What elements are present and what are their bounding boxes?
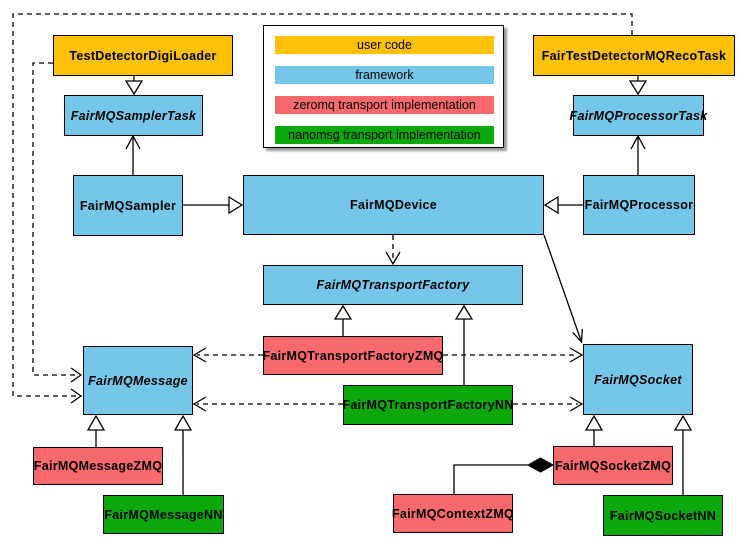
edge-association-processor-processortask — [630, 134, 646, 175]
class-box-fairmqprocessor: FairMQProcessor — [583, 175, 695, 235]
class-label: FairMQMessageNN — [104, 507, 223, 522]
edge-inheritance-socketnn-socket — [673, 414, 693, 495]
class-box-fairmqmessagenn: FairMQMessageNN — [103, 495, 224, 534]
edge-dependency-recotask-message — [12, 13, 633, 404]
legend-item-nanomsg: nanomsg transport implementation — [275, 126, 494, 144]
class-box-fairtestdetectormqrecotask: FairTestDetectorMQRecoTask — [533, 35, 735, 76]
class-box-fairmqtransportfactoryzmq: FairMQTransportFactoryZMQ — [262, 336, 444, 375]
edge-dependency-transportfactoryzmq-message — [192, 347, 263, 363]
edge-inheritance-transportfactorynn-transportfactory — [454, 304, 474, 385]
class-label: FairTestDetectorMQRecoTask — [541, 48, 727, 63]
class-label: FairMQSocketZMQ — [554, 458, 672, 473]
class-box-fairmqmessage: FairMQMessage — [83, 346, 193, 415]
class-label: FairMQProcessorTask — [569, 108, 708, 123]
edge-association-device-socket — [543, 234, 583, 344]
class-box-fairmqsampler: FairMQSampler — [73, 175, 183, 236]
class-box-fairmqtransportfactory: FairMQTransportFactory — [263, 265, 523, 305]
edge-inheritance-processor-device — [543, 195, 583, 215]
class-box-fairmqsocket: FairMQSocket — [583, 344, 693, 415]
edge-inheritance-sampler-device — [183, 195, 244, 215]
class-box-fairmqsocketnn: FairMQSocketNN — [603, 495, 723, 536]
class-box-fairmqprocessortask: FairMQProcessorTask — [570, 95, 707, 136]
class-box-fairmqdevice: FairMQDevice — [243, 175, 544, 235]
legend-item-zeromq: zeromq transport implementation — [275, 96, 494, 114]
legend-item-user-code: user code — [275, 36, 494, 54]
class-label: FairMQSocket — [594, 372, 682, 387]
class-box-fairmqtransportfactorynn: FairMQTransportFactoryNN — [342, 385, 514, 425]
class-label: TestDetectorDigiLoader — [69, 48, 217, 63]
class-label: FairMQMessage — [88, 373, 188, 388]
class-label: FairMQTransportFactoryNN — [342, 398, 514, 412]
class-label: FairMQTransportFactoryZMQ — [262, 348, 444, 363]
legend: user code framework zeromq transport imp… — [263, 25, 504, 148]
class-label: FairMQSamplerTask — [70, 108, 197, 123]
class-box-fairmqmessagezmq: FairMQMessageZMQ — [33, 447, 163, 485]
edge-dependency-digiloader-message — [32, 62, 83, 383]
edge-dependency-transportfactorynn-message — [192, 396, 343, 412]
class-label: FairMQSampler — [79, 198, 177, 213]
class-box-fairmqsocketzmq: FairMQSocketZMQ — [553, 446, 673, 485]
edge-inheritance-messagenn-message — [173, 414, 193, 495]
legend-label: framework — [355, 68, 414, 82]
class-label: FairMQContextZMQ — [391, 506, 515, 521]
class-label: FairMQTransportFactory — [316, 278, 470, 292]
edge-dependency-transportfactorynn-socket — [513, 396, 584, 412]
edge-inheritance-recotask-processortask — [628, 76, 648, 96]
edge-inheritance-digiloader-samplertask — [124, 76, 144, 96]
class-label: FairMQProcessor — [584, 198, 694, 212]
class-label: FairMQMessageZMQ — [33, 459, 163, 473]
class-label: FairMQSocketNN — [609, 508, 717, 523]
edge-inheritance-transportfactoryzmq-transportfactory — [333, 304, 353, 336]
class-box-testdetectordigiloader: TestDetectorDigiLoader — [53, 35, 233, 76]
class-box-fairmqcontextzmq: FairMQContextZMQ — [391, 494, 515, 533]
class-box-fairmqsamplertask: FairMQSamplerTask — [64, 95, 203, 136]
edge-dependency-transportfactoryzmq-socket — [443, 347, 584, 363]
legend-label: user code — [357, 38, 412, 52]
edge-association-sampler-samplertask — [125, 134, 141, 175]
edge-composition-contextzmq-socketzmq — [453, 457, 555, 494]
edge-dependency-device-transportfactory — [385, 235, 401, 266]
legend-label: zeromq transport implementation — [293, 98, 476, 112]
legend-label: nanomsg transport implementation — [288, 128, 481, 142]
class-label: FairMQDevice — [350, 198, 437, 212]
edge-inheritance-socketzmq-socket — [584, 414, 604, 446]
legend-item-framework: framework — [275, 66, 494, 84]
edge-inheritance-messagezmq-message — [86, 414, 106, 447]
